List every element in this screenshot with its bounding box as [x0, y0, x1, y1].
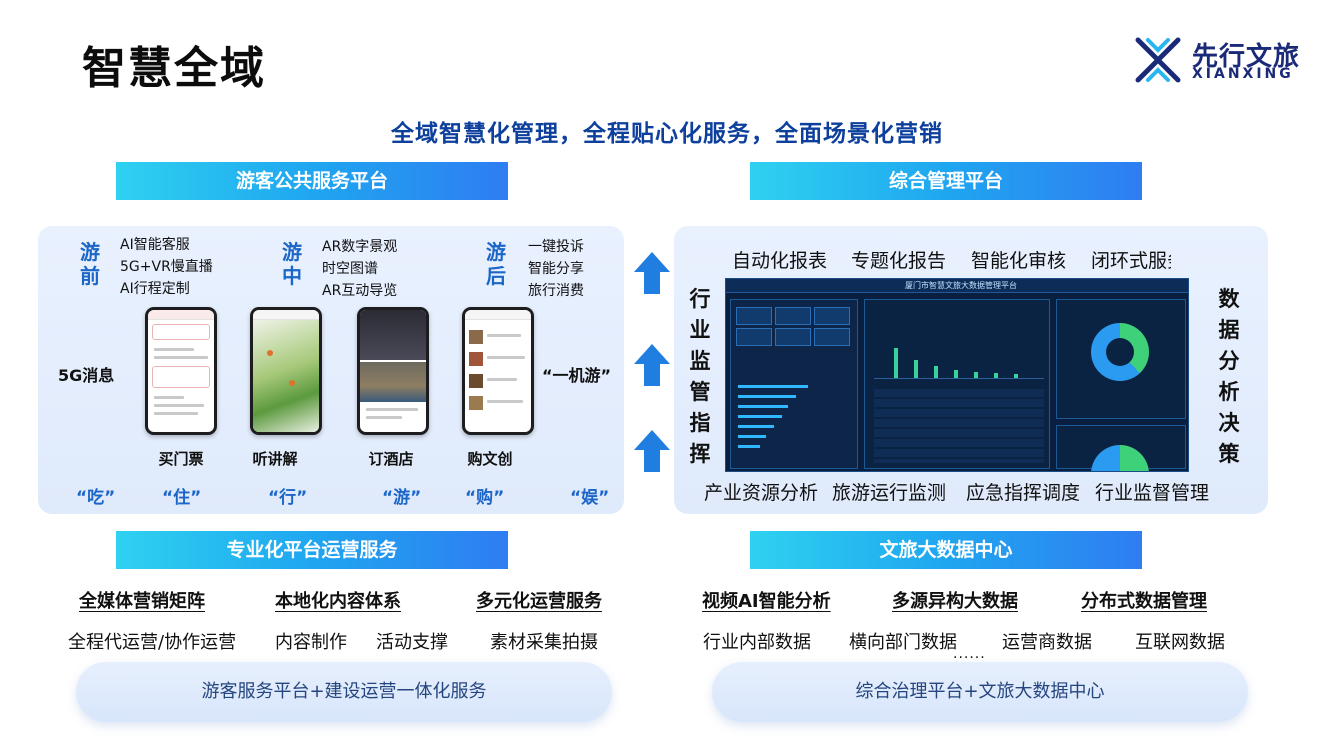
phone-label-tickets: 买门票: [158, 450, 204, 468]
bigdata-sub-carrier: 运营商数据: [1002, 632, 1092, 653]
bigdata-head-multisource: 多源异构大数据: [892, 591, 1018, 612]
logo-mark-icon: [1135, 37, 1181, 83]
ops-summary-pill: 游客服务平台+建设运营一体化服务: [76, 662, 612, 722]
vertical-label-regulation: 行业监管指挥: [689, 287, 711, 466]
feature-item: 时空图谱: [322, 261, 378, 277]
ops-head-local-content: 本地化内容体系: [275, 591, 401, 612]
quote-eat: “吃”: [76, 488, 116, 508]
dashboard-screenshot: 厦门市智慧文旅大数据管理平台: [725, 278, 1189, 472]
bigdata-sub-departments: 横向部门数据: [849, 632, 957, 653]
phone-label-guide: 听讲解: [252, 450, 298, 468]
feature-item: 5G+VR慢直播: [120, 259, 213, 275]
tagline: 全域智慧化管理，全程贴心化服务，全面场景化营销: [391, 121, 943, 147]
ops-sub-full-operation: 全程代运营/协作运营: [68, 632, 237, 653]
phone-mockup-hotel: [357, 307, 429, 435]
feature-item: AI行程定制: [120, 281, 190, 297]
bigdata-sub-internet: 互联网数据: [1135, 632, 1225, 653]
mgmt-item-smart-review: 智能化审核: [971, 250, 1067, 272]
banner-bigdata: 文旅大数据中心: [750, 531, 1142, 569]
ops-sub-content-production: 内容制作: [275, 632, 347, 653]
bigdata-head-distributed: 分布式数据管理: [1081, 591, 1207, 612]
phone-label-shop: 购文创: [467, 450, 513, 468]
banner-tourist-platform: 游客公共服务平台: [116, 162, 508, 200]
quote-stay: “住”: [162, 488, 202, 508]
feature-item: AI智能客服: [120, 237, 190, 253]
label-one-phone-tour: “一机游”: [542, 366, 612, 385]
stage-during-label: 游中: [282, 240, 302, 288]
mgmt-item-resource-analysis: 产业资源分析: [704, 482, 819, 504]
bigdata-summary-pill: 综合治理平台+文旅大数据中心: [712, 662, 1248, 722]
page-title: 智慧全域: [82, 43, 266, 94]
stage-after-features: 一键投诉 智能分享 旅行消费: [528, 236, 584, 302]
feature-item: 智能分享: [528, 261, 584, 277]
ops-head-diverse-ops: 多元化运营服务: [476, 591, 602, 612]
ops-sub-material-shooting: 素材采集拍摄: [490, 632, 598, 653]
mgmt-item-topic-report: 专题化报告: [851, 250, 947, 272]
logo-text-en: XIANXING: [1192, 66, 1294, 82]
phone-mockup-guide: [250, 307, 322, 435]
stage-before-features: AI智能客服 5G+VR慢直播 AI行程定制: [120, 234, 213, 300]
feature-item: AR互动导览: [322, 283, 398, 299]
phone-mockup-shop: [462, 307, 534, 435]
phone-mockup-tickets: [145, 307, 217, 435]
arrow-up-icon: [634, 430, 670, 472]
bigdata-sub-internal: 行业内部数据: [703, 632, 811, 653]
mgmt-item-operation-monitor: 旅游运行监测: [832, 482, 947, 504]
banner-management-platform: 综合管理平台: [750, 162, 1142, 200]
brand-logo: 先行文旅 XIANXING: [1134, 36, 1304, 84]
arrow-up-icon: [634, 252, 670, 294]
mgmt-item-industry-supervision: 行业监督管理: [1095, 482, 1210, 504]
label-5g-message: 5G消息: [58, 366, 115, 385]
bigdata-head-video-ai: 视频AI智能分析: [702, 591, 831, 612]
arrow-up-icon: [634, 344, 670, 386]
quote-travel: “行”: [268, 488, 308, 508]
quote-shop: “购”: [465, 488, 505, 508]
ops-sub-event-support: 活动支撑: [376, 632, 448, 653]
mgmt-item-auto-report: 自动化报表: [732, 250, 828, 272]
stage-during-features: AR数字景观 时空图谱 AR互动导览: [322, 236, 397, 302]
dashboard-title: 厦门市智慧文旅大数据管理平台: [905, 281, 1017, 290]
feature-item: 旅行消费: [528, 283, 584, 299]
mgmt-item-closed-loop: 闭环式服务: [1091, 250, 1171, 272]
banner-operations: 专业化平台运营服务: [116, 531, 508, 569]
vertical-label-analysis: 数据分析决策: [1218, 287, 1240, 466]
quote-tour: “游”: [382, 488, 422, 508]
feature-item: 一键投诉: [528, 239, 584, 255]
quote-entertain: “娱”: [570, 488, 610, 508]
mgmt-item-emergency-dispatch: 应急指挥调度: [966, 482, 1081, 504]
logo-text-cn: 先行文旅: [1192, 42, 1301, 72]
ops-head-media-matrix: 全媒体营销矩阵: [79, 591, 205, 612]
stage-before-label: 游前: [80, 240, 100, 288]
stage-after-label: 游后: [486, 240, 506, 288]
feature-item: AR数字景观: [322, 239, 398, 255]
bigdata-ellipsis: ......: [953, 646, 986, 662]
phone-label-hotel: 订酒店: [368, 450, 414, 468]
